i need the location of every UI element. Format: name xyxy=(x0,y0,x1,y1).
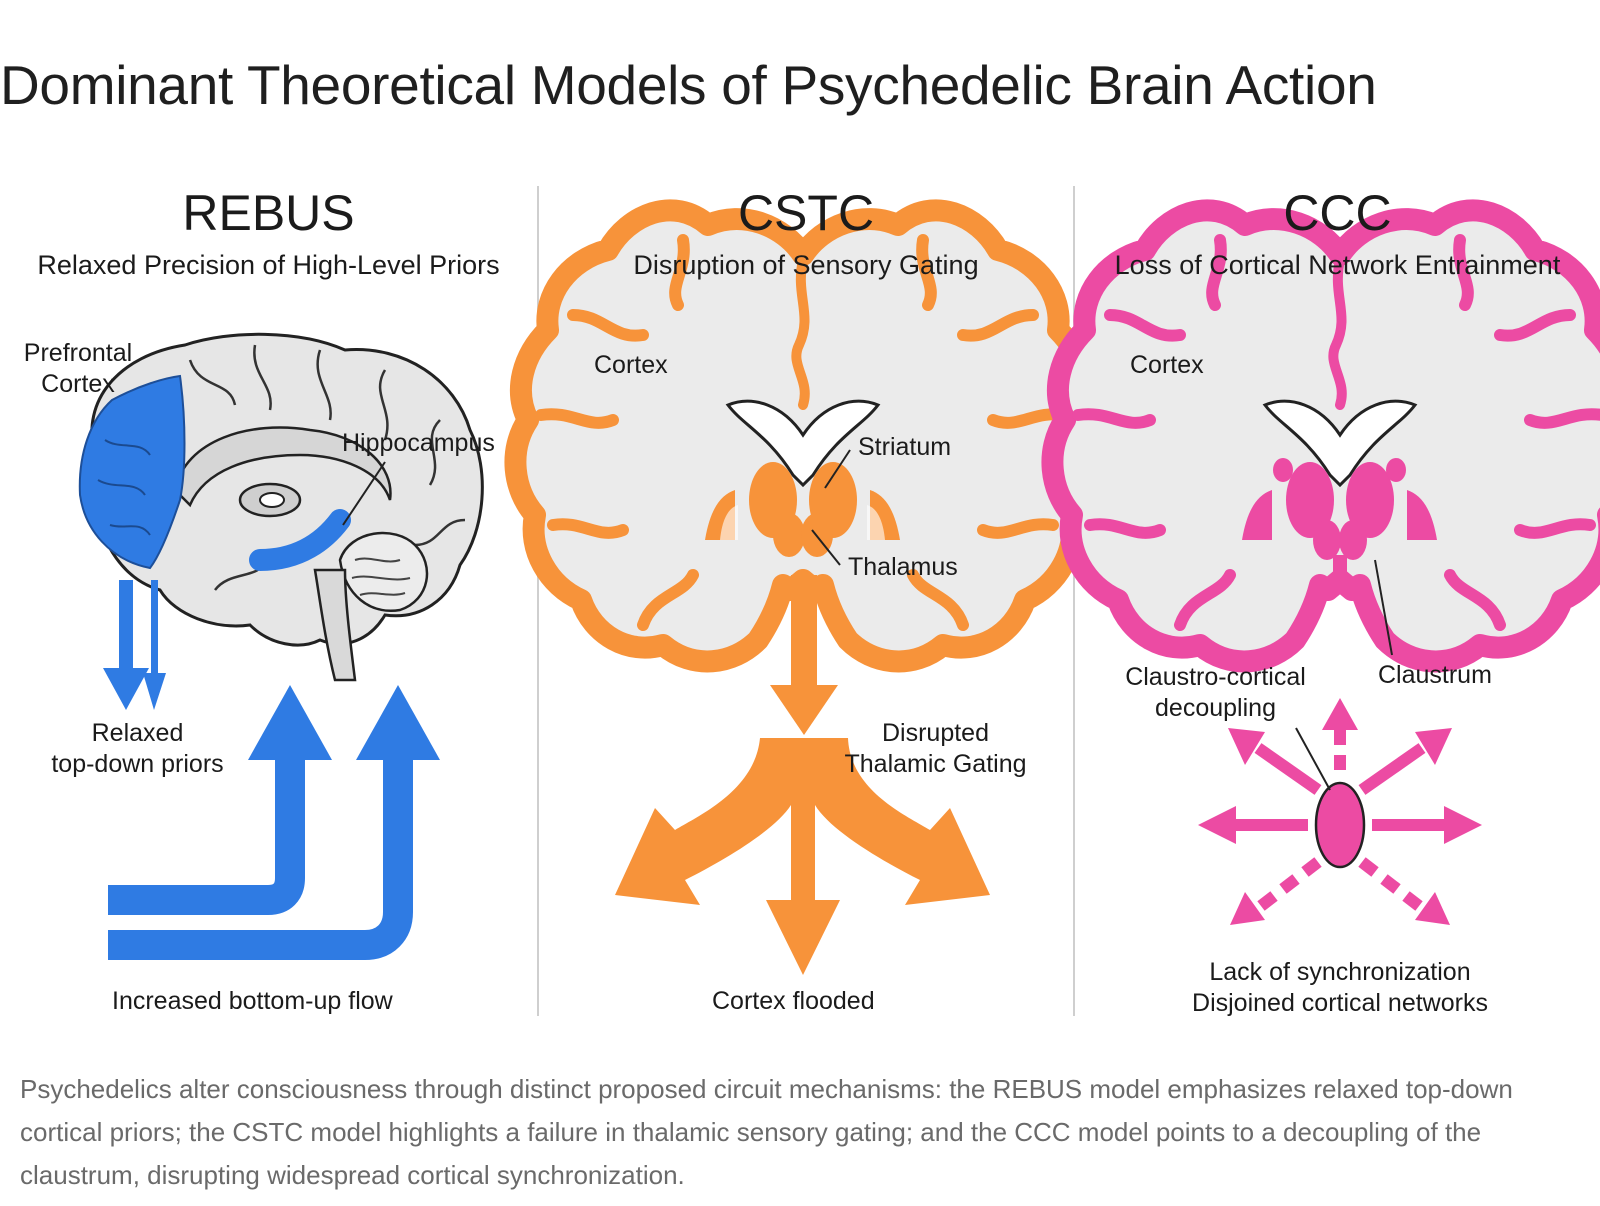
label-cstc-cortex: Cortex xyxy=(594,351,668,379)
panel-divider-2 xyxy=(1073,186,1075,1016)
label-ccc-cortex: Cortex xyxy=(1130,351,1204,379)
label-striatum: Striatum xyxy=(858,433,952,461)
label-cortex-flooded: Cortex flooded xyxy=(712,987,875,1015)
cstc-deep-structures xyxy=(705,462,900,557)
label-disrupted-gating: Disrupted Thalamic Gating xyxy=(844,719,1027,778)
diagram-artwork xyxy=(78,0,1600,975)
cstc-subtitle: Disruption of Sensory Gating xyxy=(633,250,979,280)
cstc-title: CSTC xyxy=(737,185,875,241)
rebus-topdown-arrows xyxy=(103,580,166,710)
label-claustro-cortical-decoupling: Claustro-cortical decoupling xyxy=(1125,663,1306,722)
ccc-desync-arrows xyxy=(1198,698,1482,925)
figure-caption: Psychedelics alter consciousness through… xyxy=(20,1074,1513,1190)
label-thalamus: Thalamus xyxy=(848,553,958,581)
ccc-title: CCC xyxy=(1283,185,1392,241)
page-title: Dominant Theoretical Models of Psychedel… xyxy=(0,54,1377,116)
label-bottom-up-flow: Increased bottom-up flow xyxy=(112,987,393,1015)
ccc-deep-structures xyxy=(1242,458,1437,583)
rebus-brain-illustration xyxy=(78,332,484,682)
label-hippocampus: Hippocampus xyxy=(342,429,495,457)
rebus-title: REBUS xyxy=(182,185,355,241)
label-lack-of-synchronization: Lack of synchronization Disjoined cortic… xyxy=(1192,958,1488,1017)
claustrum-pointer xyxy=(1374,559,1393,656)
label-claustrum: Claustrum xyxy=(1378,661,1492,689)
panel-divider-1 xyxy=(537,186,539,1016)
cstc-pointers xyxy=(811,449,851,566)
rebus-subtitle: Relaxed Precision of High-Level Priors xyxy=(37,250,500,280)
cstc-flow-arrows xyxy=(615,575,990,975)
ccc-claustrum-node xyxy=(1295,727,1366,869)
label-relaxed-priors: Relaxed top-down priors xyxy=(51,719,224,778)
ccc-subtitle: Loss of Cortical Network Entrainment xyxy=(1114,250,1561,280)
label-prefrontal-cortex: Prefrontal Cortex xyxy=(23,339,133,398)
rebus-bottomup-arrows xyxy=(108,685,440,960)
